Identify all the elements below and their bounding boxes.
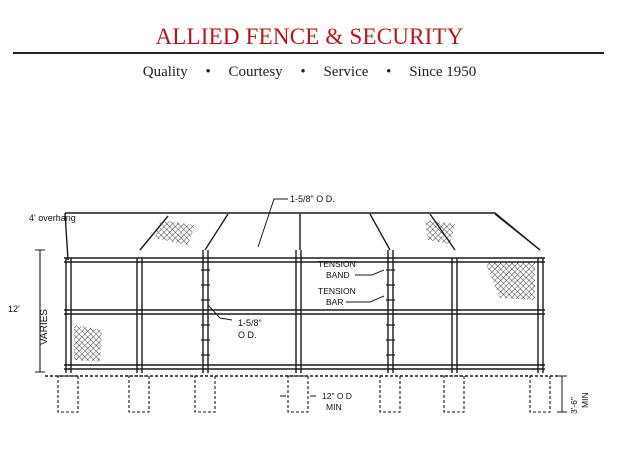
tagline-separator: • <box>386 64 392 80</box>
tension-band-label-2: BAND <box>326 270 350 280</box>
tagline-item-courtesy: Courtesy <box>228 64 283 80</box>
tagline-separator: • <box>300 64 306 80</box>
company-title: ALLIED FENCE & SECURITY <box>155 24 464 49</box>
footing-label-2: MIN <box>326 402 342 412</box>
roof-top-rail <box>65 212 541 251</box>
mid-callout-leader <box>207 304 233 321</box>
depth-label-2: MIN <box>580 392 590 408</box>
header-divider <box>13 52 604 54</box>
eave-rail <box>64 257 545 263</box>
footing-label-1: 12" O D <box>322 391 352 401</box>
varies-dimension <box>35 249 45 373</box>
mid-rail <box>64 309 545 315</box>
bottom-rail <box>64 364 545 370</box>
mid-callout-label-2: O D. <box>238 330 257 340</box>
depth-dimension <box>557 375 567 413</box>
tension-bands <box>201 269 395 356</box>
mid-callout-label-1: 1-5/8" <box>238 318 262 328</box>
post-footings <box>57 375 551 413</box>
roof-purlins <box>64 212 541 261</box>
depth-label-1: 3'-6" <box>569 397 579 414</box>
tension-bar-label-2: BAR <box>326 297 343 307</box>
tagline-item-since: Since 1950 <box>409 64 477 80</box>
tagline-item-quality: Quality <box>142 64 188 80</box>
varies-label: VARIES <box>39 309 50 345</box>
top-callout-leader <box>257 198 288 248</box>
height-note: 12' <box>8 304 20 314</box>
top-callout-label: 1-5/8" O D. <box>290 194 335 204</box>
mesh-patches <box>74 220 535 362</box>
tension-bar-leader <box>346 295 385 303</box>
tension-band-leader <box>355 269 385 276</box>
tagline: Quality • Courtesy • Service • Since 195… <box>0 64 619 81</box>
overhang-note: 4' overhang <box>29 213 76 223</box>
tension-band-label-1: TENSION <box>318 259 356 269</box>
tagline-separator: • <box>205 64 211 80</box>
fence-frame <box>45 212 560 413</box>
fence-posts <box>65 250 544 373</box>
tagline-item-service: Service <box>323 64 369 80</box>
tension-bar-label-1: TENSION <box>318 286 356 296</box>
